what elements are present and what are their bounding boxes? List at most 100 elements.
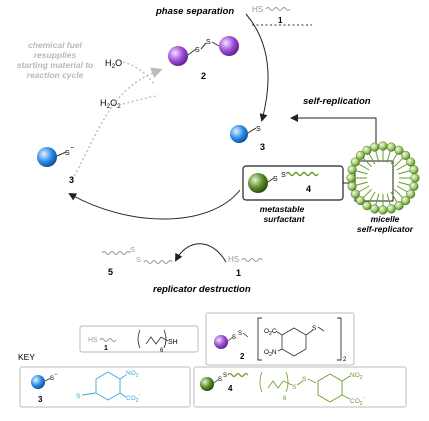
key-box-1	[79, 325, 199, 353]
s-atom-4a: S	[273, 176, 278, 183]
micelle-head-bead	[406, 157, 416, 167]
arrow-self-replication	[290, 114, 377, 148]
alkyl-chain-bottom	[241, 258, 263, 262]
micelle-head-bead	[394, 201, 404, 211]
micelle-head-bead	[347, 181, 357, 191]
minus-sign-3-left: −	[70, 145, 74, 152]
key1-subscript: 6	[160, 348, 164, 354]
key3-s: S	[50, 376, 54, 382]
key4-num: 4	[228, 384, 233, 393]
micelle-head-bead	[386, 142, 396, 152]
key3-minus: −	[54, 372, 58, 378]
compound-2-label: 2	[201, 71, 206, 81]
compound-4-label: 4	[306, 184, 311, 194]
water-label: H2O	[105, 58, 122, 70]
micelle-head-bead	[409, 165, 419, 175]
key4-s1: S	[218, 377, 222, 383]
key2-subscript: 2	[343, 357, 347, 363]
s-atom-3-left: S	[65, 150, 70, 157]
hs-label-top: HS	[252, 5, 263, 14]
key3-blue-sphere	[31, 375, 45, 389]
phase-separation-label: phase separation	[155, 6, 234, 17]
fuel-arrow	[71, 67, 163, 181]
key-box-2	[205, 312, 355, 366]
micelle-head-bead	[355, 196, 365, 206]
key2-s2: S	[238, 331, 242, 337]
key3-no2: NO2	[126, 370, 139, 379]
peroxide-branch	[122, 95, 157, 105]
key2-s1: S	[232, 335, 236, 341]
metastable-label: metastable	[260, 204, 305, 214]
key4-green-sphere	[200, 377, 214, 391]
micelle-head-bead	[362, 145, 372, 155]
micelle-head-bead	[362, 201, 372, 211]
blue-sphere-3-left	[37, 147, 57, 167]
compound-5-label: 5	[108, 267, 113, 277]
micelle-zoom-box	[354, 160, 394, 202]
key1-sh: SH	[168, 339, 178, 346]
micelle-self-replicator	[346, 141, 420, 215]
fuel-text-line4: reaction cycle	[27, 70, 84, 80]
s-atom-5b: S	[136, 255, 141, 264]
alkyl-chain-top	[265, 7, 291, 11]
micelle-head-bead	[378, 205, 388, 215]
self-replicator-label: self-replicator	[357, 224, 414, 234]
key3-co2: CO2-	[126, 392, 141, 404]
micelle-head-bead	[350, 157, 360, 167]
arrow-4-to-3-left	[68, 189, 241, 220]
surfactant-label: surfactant	[263, 214, 305, 224]
micelle-head-bead	[406, 189, 416, 199]
green-sphere-4	[248, 173, 268, 193]
micelle-head-bead	[401, 150, 411, 160]
key4-co2: CO2-	[350, 395, 365, 407]
compound-3-left-label: 3	[69, 175, 74, 185]
key4-s2: S	[223, 373, 227, 379]
key-box-4	[193, 366, 407, 408]
key2-o2c: O2C	[264, 328, 277, 337]
key4-s4: S	[302, 376, 307, 383]
fuel-text-line3: starting material to	[17, 60, 94, 70]
s-atom-2b: S	[206, 39, 211, 46]
key1-num: 1	[104, 345, 108, 352]
micelle-head-bead	[346, 173, 356, 183]
arrow-phase-to-3	[245, 13, 269, 122]
compound-1-bottom: 1	[236, 268, 241, 278]
key3-num: 3	[38, 395, 43, 404]
micelle-head-bead	[355, 150, 365, 160]
arrow-destruction	[175, 243, 227, 263]
purple-sphere-2a	[168, 46, 188, 66]
micelle-head-bead	[394, 145, 404, 155]
key2-s3: S	[312, 325, 317, 332]
fuel-text-line1: chemical fuel	[28, 40, 82, 50]
surfactant-tail	[285, 171, 319, 177]
micelle-head-bead	[378, 141, 388, 151]
micelle-head-bead	[347, 165, 357, 175]
peroxide-label: H2O2	[100, 98, 121, 110]
self-replication-label: self-replication	[303, 96, 371, 107]
micelle-head-bead	[401, 196, 411, 206]
alkyl-chain-5a	[101, 251, 131, 255]
blue-sphere-3-right	[230, 125, 248, 143]
hs-label-bottom: HS	[228, 255, 239, 264]
s-atom-5a: S	[130, 245, 135, 254]
water-branch	[122, 61, 155, 85]
key4-no2: NO2	[350, 372, 363, 381]
key3-s-cyan: S	[76, 393, 81, 400]
micelle-head-bead	[386, 204, 396, 214]
key4-s3: S	[292, 384, 297, 391]
s-atom-2a: S	[195, 47, 200, 54]
key2-num: 2	[240, 352, 245, 361]
purple-sphere-2b	[219, 36, 239, 56]
replicator-destruction-label: replicator destruction	[153, 284, 251, 295]
compound-1-top: 1	[278, 16, 283, 25]
micelle-head-bead	[410, 173, 420, 183]
key-label: KEY	[18, 352, 35, 362]
micelle-label: micelle	[371, 214, 400, 224]
micelle-head-bead	[409, 181, 419, 191]
key2-purple-sphere	[214, 335, 228, 349]
key4-subscript: 6	[283, 396, 287, 402]
s-atom-4b: S	[281, 172, 286, 179]
s-atom-3-right: S	[256, 126, 261, 133]
alkyl-chain-5b	[143, 260, 173, 264]
